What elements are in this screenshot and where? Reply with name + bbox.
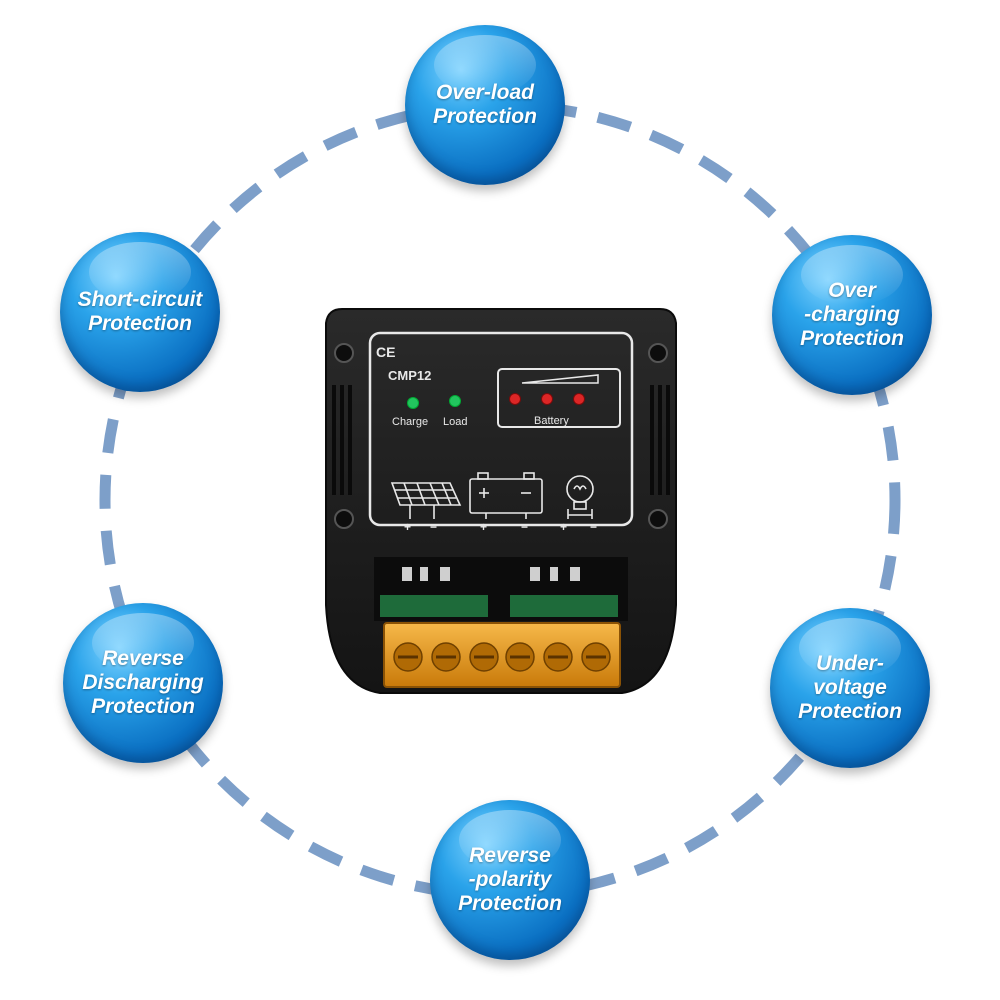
battery-plus: + bbox=[480, 520, 487, 534]
load-minus: − bbox=[590, 520, 597, 534]
battery-led-1 bbox=[509, 393, 521, 405]
battery-minus: − bbox=[521, 520, 528, 534]
solar-plus: + bbox=[404, 520, 411, 534]
battery-led-3 bbox=[573, 393, 585, 405]
charge-label: Charge bbox=[392, 416, 428, 428]
left-screw-icon bbox=[334, 343, 354, 529]
under-voltage-label: Under- voltage Protection bbox=[798, 652, 902, 723]
short-circuit-label: Short-circuit Protection bbox=[77, 288, 203, 335]
charge-controller: CE CMP12 Charge Load Battery + − + − + − bbox=[325, 308, 677, 694]
short-circuit-badge: Short-circuit Protection bbox=[60, 232, 220, 392]
reverse-discharging-badge: Reverse Discharging Protection bbox=[63, 603, 223, 763]
left-vent bbox=[332, 385, 352, 495]
load-label: Load bbox=[443, 416, 467, 428]
over-charging-label: Over -charging Protection bbox=[800, 279, 904, 350]
charge-led bbox=[407, 397, 419, 409]
model-label: CMP12 bbox=[388, 368, 431, 383]
under-voltage-badge: Under- voltage Protection bbox=[770, 608, 930, 768]
reverse-polarity-label: Reverse -polarity Protection bbox=[458, 844, 562, 915]
reverse-discharging-label: Reverse Discharging Protection bbox=[82, 647, 204, 718]
over-load-label: Over-load Protection bbox=[433, 81, 537, 128]
ce-mark: CE bbox=[376, 344, 395, 360]
battery-led-2 bbox=[541, 393, 553, 405]
terminal-screws bbox=[393, 642, 611, 672]
bulb-icon bbox=[566, 475, 594, 519]
load-plus: + bbox=[560, 520, 567, 534]
load-led bbox=[449, 395, 461, 407]
battery-label: Battery bbox=[534, 415, 569, 427]
solar-minus: − bbox=[430, 520, 437, 534]
over-load-badge: Over-load Protection bbox=[405, 25, 565, 185]
right-screw-icon bbox=[648, 343, 668, 529]
solar-panel-icon bbox=[390, 482, 462, 519]
right-vent bbox=[650, 385, 670, 495]
reverse-polarity-badge: Reverse -polarity Protection bbox=[430, 800, 590, 960]
wire-clamps bbox=[402, 567, 580, 581]
over-charging-badge: Over -charging Protection bbox=[772, 235, 932, 395]
level-wedge-icon bbox=[521, 374, 599, 384]
battery-icon bbox=[469, 472, 543, 519]
